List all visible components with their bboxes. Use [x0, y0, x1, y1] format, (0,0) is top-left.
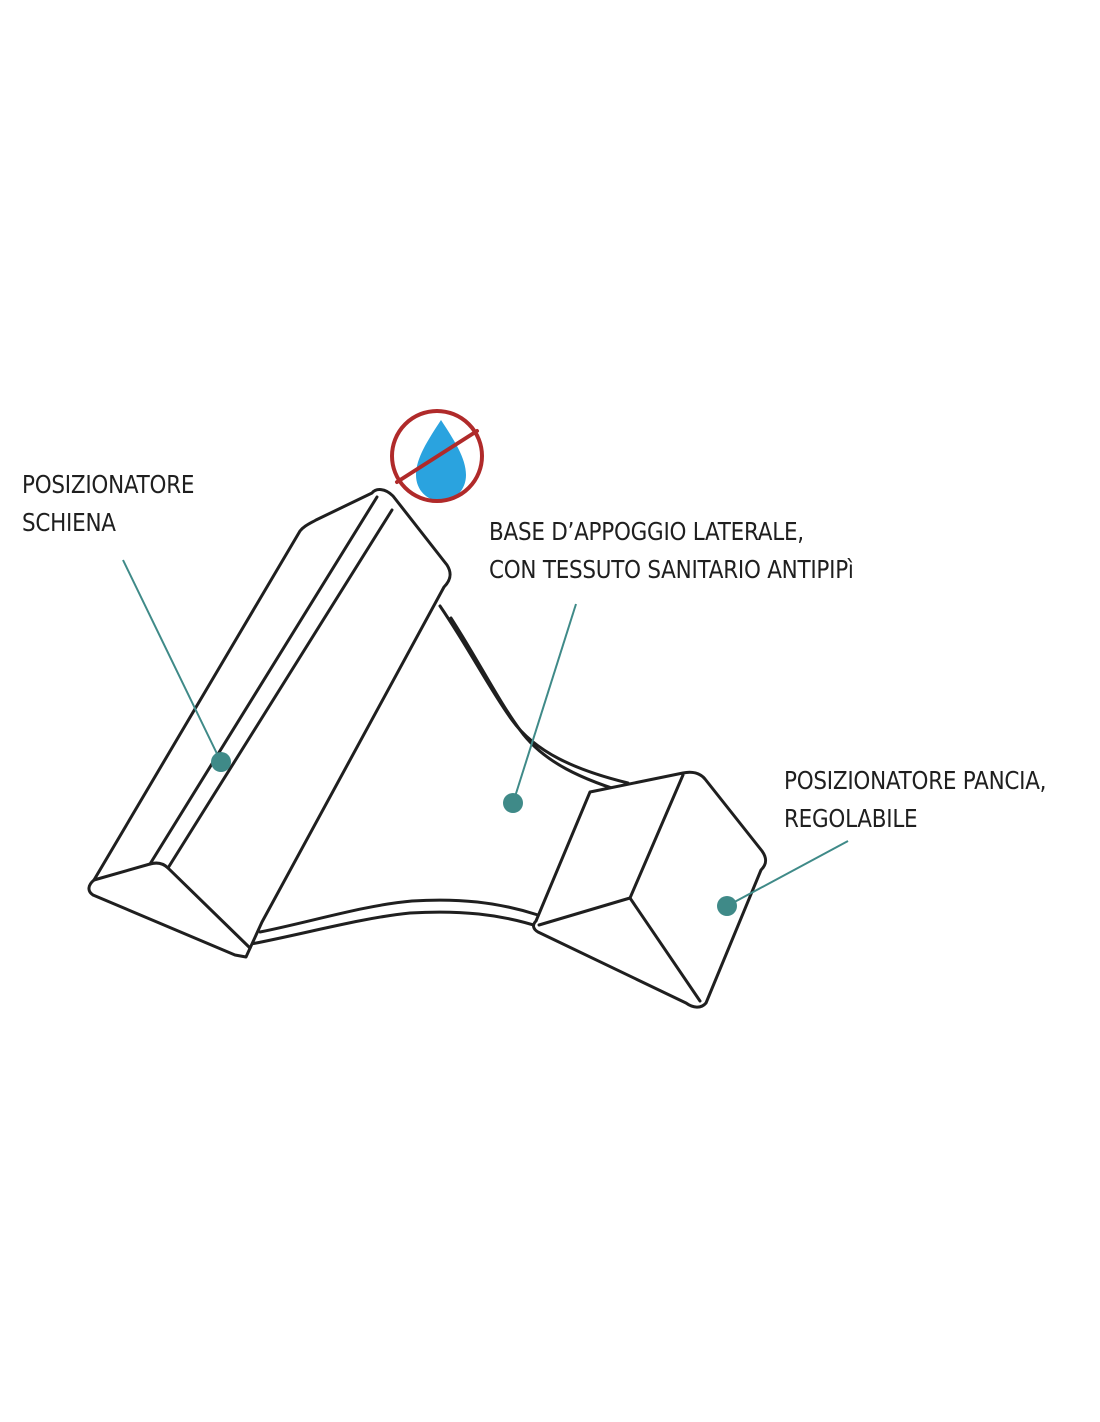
- back-positioner-outline: [87, 488, 452, 959]
- leader-lines: [122, 559, 849, 907]
- belly-positioner-outline: [532, 770, 768, 1009]
- base-lower-edge-outer: [244, 910, 542, 947]
- leader-line-base: [512, 603, 577, 804]
- base-upper-edge-inner: [449, 616, 636, 797]
- leader-line-belly: [726, 840, 849, 907]
- back-positioner-ridge-inner: [166, 508, 394, 870]
- water-drop-icon: [416, 420, 466, 501]
- markers: [211, 752, 737, 916]
- belly-positioner-bottom-edge: [628, 896, 702, 1003]
- no-water-drop-icon: [390, 409, 484, 503]
- marker-back: [211, 752, 231, 772]
- label-side-base-line2: CON TESSUTO SANITARIO ANTIPIPì: [489, 555, 854, 584]
- label-belly-positioner-line1: POSIZIONATORE PANCIA,: [784, 766, 1047, 795]
- base-upper-edge-outer: [438, 604, 630, 785]
- label-belly-positioner: POSIZIONATORE PANCIA, REGOLABILE: [784, 762, 1047, 838]
- label-back-positioner-line1: POSIZIONATORE: [22, 470, 195, 499]
- label-back-positioner: POSIZIONATORE SCHIENA: [22, 466, 194, 542]
- marker-belly: [717, 896, 737, 916]
- prohibition-circle-icon: [390, 409, 484, 503]
- side-base-shape: [244, 604, 636, 947]
- belly-positioner-shape: [532, 770, 768, 1009]
- prohibition-slash-icon: [395, 429, 479, 484]
- base-lower-edge-inner: [258, 898, 540, 934]
- label-side-base: BASE D’APPOGGIO LATERALE, CON TESSUTO SA…: [489, 513, 854, 589]
- leader-line-back: [122, 559, 222, 763]
- back-positioner-ridge: [148, 495, 379, 866]
- label-belly-positioner-line2: REGOLABILE: [784, 804, 918, 833]
- back-positioner-shape: [87, 488, 452, 959]
- label-back-positioner-line2: SCHIENA: [22, 508, 116, 537]
- marker-base: [503, 793, 523, 813]
- label-side-base-line1: BASE D’APPOGGIO LATERALE,: [489, 517, 804, 546]
